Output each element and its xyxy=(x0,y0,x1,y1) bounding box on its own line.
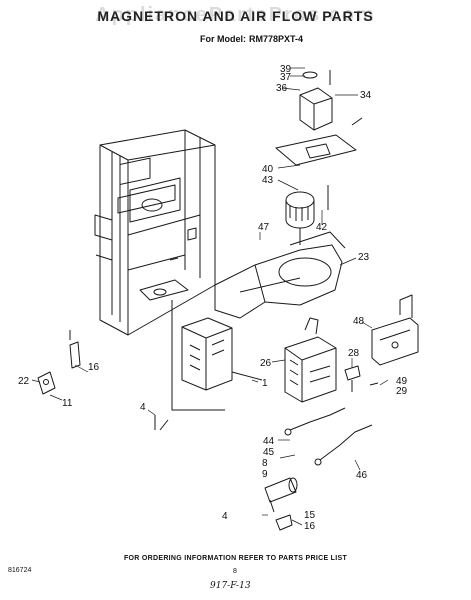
callout-16-left: 16 xyxy=(88,362,100,373)
model-line: For Model:RM778PXT-4 xyxy=(200,34,303,44)
callout-4-upper: 4 xyxy=(140,402,146,413)
callout-44: 44 xyxy=(263,436,275,447)
callout-23: 23 xyxy=(358,252,370,263)
callout-48: 48 xyxy=(353,316,365,327)
callout-22: 22 xyxy=(18,376,30,387)
callout-46: 46 xyxy=(356,470,368,481)
callout-34: 34 xyxy=(360,90,372,101)
callout-28: 28 xyxy=(348,348,360,359)
page-number: 8 xyxy=(233,568,237,575)
fan-motor-assembly xyxy=(275,70,363,245)
callout-4-lower: 4 xyxy=(222,511,228,522)
document-number: 816724 xyxy=(8,567,32,574)
callout-49: 49 xyxy=(396,376,408,387)
callout-11: 11 xyxy=(62,398,73,409)
callout-47: 47 xyxy=(258,222,270,233)
callout-9: 9 xyxy=(262,469,268,480)
wire-harness xyxy=(284,407,373,466)
callout-1: 1 xyxy=(262,378,268,389)
transformer xyxy=(171,300,263,411)
callout-40: 40 xyxy=(262,164,274,175)
callout-8: 8 xyxy=(262,458,268,469)
callout-37: 37 xyxy=(280,72,292,83)
bracket xyxy=(371,294,419,366)
ordering-info: FOR ORDERING INFORMATION REFER TO PARTS … xyxy=(123,555,348,562)
callout-29: 29 xyxy=(396,386,408,397)
magnetron xyxy=(284,317,337,403)
watermark: AppliancePartsPros.com xyxy=(95,4,376,26)
thermal-cutoff xyxy=(344,365,379,392)
callout-45: 45 xyxy=(263,447,275,458)
handwritten-note: 917-F-13 xyxy=(210,581,251,591)
capacitor xyxy=(264,477,298,531)
model-number: RM778PXT-4 xyxy=(249,34,304,44)
model-label: For Model: xyxy=(200,34,246,44)
door-interlock-parts xyxy=(37,330,169,431)
callout-39: 39 xyxy=(280,64,292,75)
callout-36: 36 xyxy=(276,83,288,94)
leader-lines xyxy=(31,67,389,526)
cavity-housing xyxy=(94,129,216,336)
callout-42: 42 xyxy=(316,222,328,233)
air-duct xyxy=(214,231,346,319)
callout-16-lower: 16 xyxy=(304,521,316,532)
page-title: MAGNETRON AND AIR FLOW PARTS xyxy=(97,8,374,24)
callout-labels: 39 37 36 34 40 43 42 47 23 48 26 28 49 2… xyxy=(18,64,408,532)
callout-43: 43 xyxy=(262,175,274,186)
callout-15: 15 xyxy=(304,510,316,521)
callout-26: 26 xyxy=(260,358,272,369)
